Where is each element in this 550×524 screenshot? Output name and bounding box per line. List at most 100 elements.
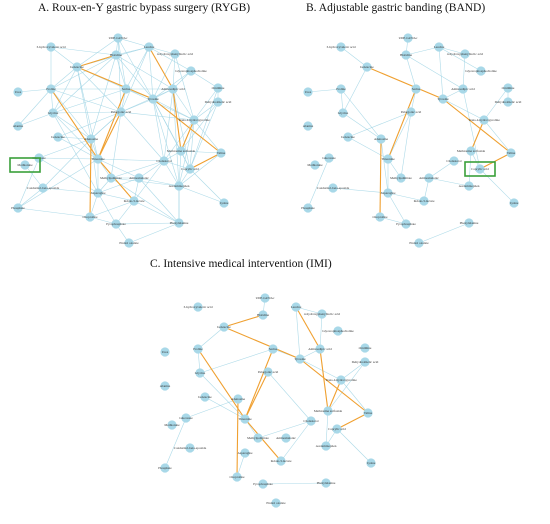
- edge: [172, 53, 176, 90]
- node-label: UDP-GlcNAc: [399, 36, 418, 40]
- node: [268, 344, 278, 354]
- node-label: Lysine: [510, 201, 519, 205]
- node: [159, 156, 169, 166]
- edge: [178, 152, 222, 187]
- edge: [332, 187, 389, 194]
- node: [233, 394, 243, 404]
- node-label: Aminoadipic acid: [451, 87, 475, 91]
- edge: [90, 138, 99, 194]
- edge-strong: [295, 306, 321, 350]
- edge: [172, 88, 191, 170]
- node-label: Leucine: [144, 45, 155, 49]
- node: [411, 84, 421, 94]
- edge: [340, 361, 366, 381]
- node: [336, 375, 346, 385]
- edge-strong: [379, 138, 382, 218]
- edge: [189, 87, 219, 170]
- edge: [52, 66, 78, 114]
- node: [503, 97, 513, 107]
- edge: [120, 111, 165, 162]
- node: [144, 42, 154, 52]
- edge-strong: [89, 138, 92, 218]
- node: [475, 164, 485, 174]
- node: [219, 322, 229, 332]
- node: [460, 49, 470, 59]
- edge: [438, 46, 444, 100]
- node-label: Acetaminophen: [316, 444, 337, 448]
- node-label: Oxoproline: [229, 475, 245, 479]
- node: [317, 309, 327, 319]
- node: [303, 203, 313, 213]
- node: [360, 357, 370, 367]
- node: [406, 107, 416, 117]
- edge: [117, 37, 127, 90]
- edge: [163, 119, 195, 162]
- edge-strong: [152, 98, 222, 154]
- node: [174, 218, 184, 228]
- node-label: Methylpalmitate: [100, 176, 122, 180]
- node: [424, 173, 434, 183]
- edge: [128, 222, 180, 244]
- edge: [189, 101, 219, 170]
- edge: [57, 136, 92, 140]
- node-label: Trans-4-hydroxyproline: [178, 118, 210, 122]
- edge: [42, 187, 99, 194]
- edge-strong: [244, 371, 269, 420]
- node-label: 4-hydroxyphenyllactic acid: [447, 52, 484, 56]
- edge: [17, 207, 91, 218]
- edge: [347, 111, 412, 138]
- node-label: Gluconate: [179, 416, 193, 420]
- node-label: Caprylic acid: [328, 427, 346, 431]
- node: [396, 173, 406, 183]
- edge: [152, 53, 176, 100]
- node-label: 3-hydroxyvaleric acid: [326, 45, 355, 49]
- node-label: Tyrosine: [437, 97, 449, 101]
- edge: [163, 160, 180, 187]
- node: [185, 443, 195, 453]
- node-label: Alanine: [13, 124, 24, 128]
- edge: [152, 98, 165, 162]
- node-label: Dehydroabietic acid: [495, 100, 522, 104]
- edge: [387, 192, 407, 225]
- node-label: Proline: [46, 87, 56, 91]
- node: [232, 472, 242, 482]
- node-label: Aminoadipic acid: [308, 347, 332, 351]
- node-label: Methionine: [17, 163, 33, 167]
- highlight-box: [9, 157, 41, 173]
- node-label: Pyrophosphate: [106, 222, 126, 226]
- node: [46, 42, 56, 52]
- panel-c-title: C. Intensive medical intervention (IMI): [150, 258, 332, 270]
- node-label: Urea: [305, 90, 312, 94]
- edge: [120, 46, 150, 113]
- node: [258, 479, 268, 489]
- node: [174, 181, 184, 191]
- edge: [307, 88, 342, 93]
- edge: [340, 379, 369, 414]
- node-label: Pinitol oxalate: [409, 241, 429, 245]
- node: [186, 66, 196, 76]
- edge-strong: [189, 152, 222, 170]
- edge: [133, 200, 180, 224]
- node: [200, 392, 210, 402]
- node: [281, 433, 291, 443]
- edge: [325, 410, 329, 447]
- node-label: Aminomalonic: [419, 176, 439, 180]
- edge: [178, 119, 195, 187]
- node-label: Trans-4-hydroxyproline: [325, 378, 357, 382]
- edge-strong: [479, 152, 512, 170]
- node: [13, 87, 23, 97]
- node-label: Conduritol-beta-epoxide: [174, 446, 207, 450]
- node: [46, 84, 56, 94]
- edge: [387, 111, 412, 160]
- node: [336, 84, 346, 94]
- node-label: Adenosine: [374, 137, 389, 141]
- node: [276, 456, 286, 466]
- edge-strong: [244, 348, 274, 420]
- node-label: Threonine: [91, 157, 105, 161]
- edge: [428, 177, 470, 187]
- node-label: Isoleucine: [360, 65, 374, 69]
- node-label: Adenosine: [84, 137, 99, 141]
- node: [258, 310, 268, 320]
- node: [466, 146, 476, 156]
